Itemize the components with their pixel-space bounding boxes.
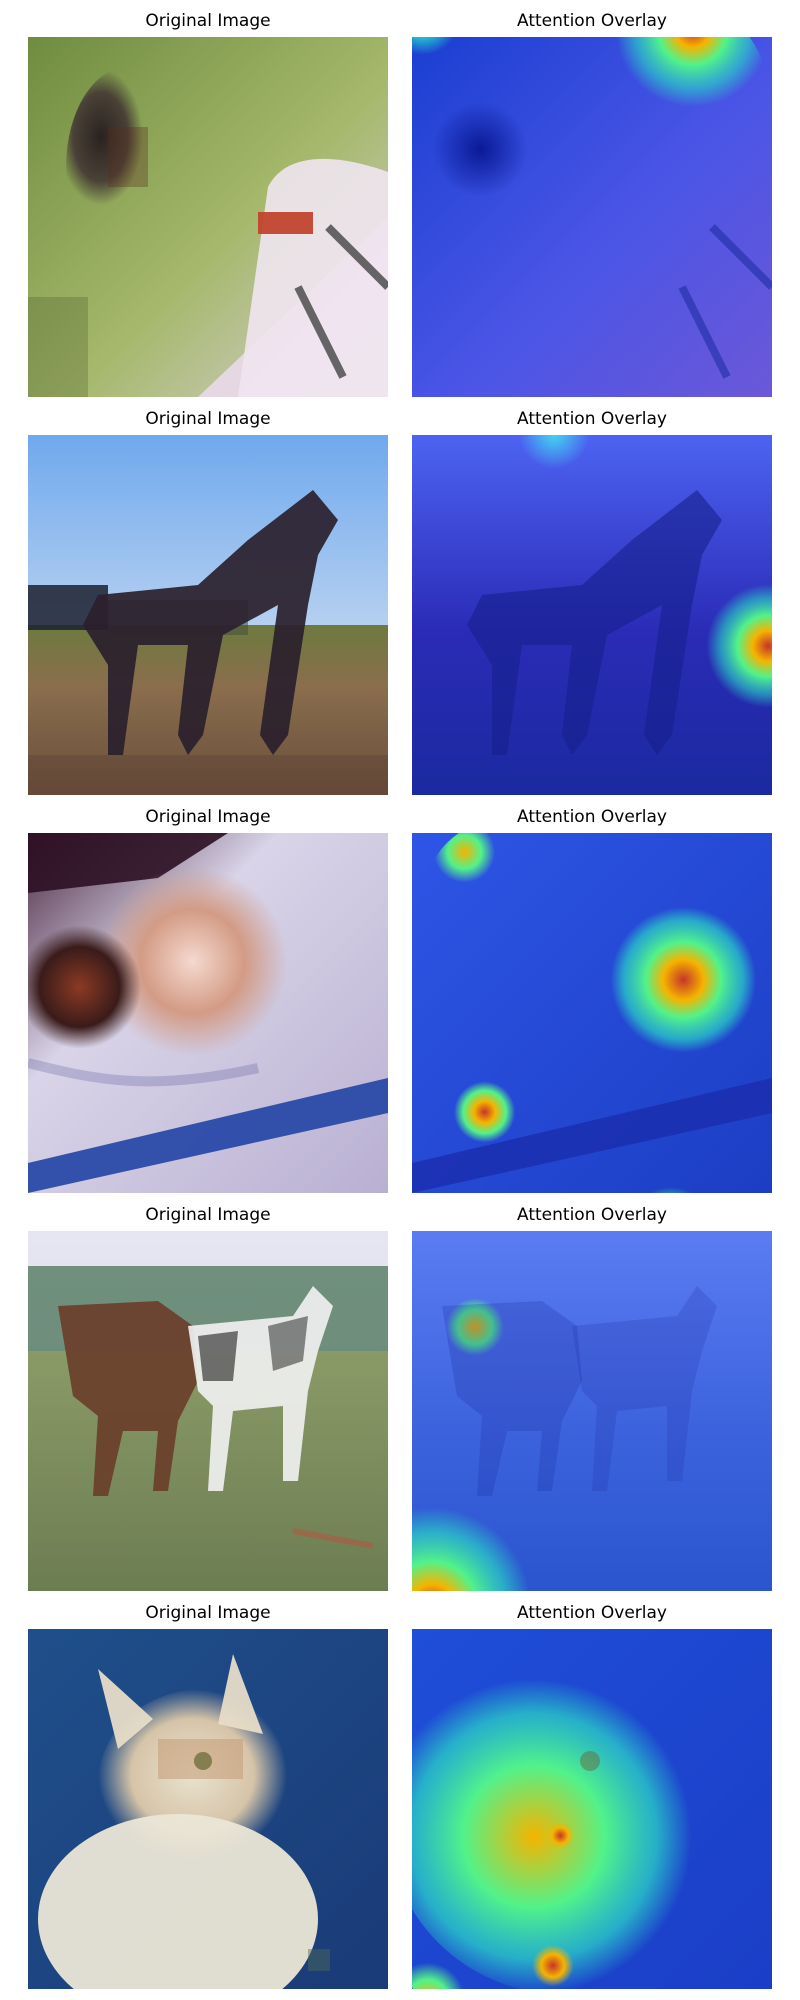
attention-overlay-panel (412, 37, 772, 397)
attention-overlay-title: Attention Overlay (517, 1205, 667, 1225)
horse-attention-heatmap (412, 435, 772, 795)
kitten-original-image (28, 1629, 388, 1989)
original-image-title: Original Image (145, 409, 271, 429)
original-image-panel (28, 1231, 388, 1591)
original-image-panel (28, 37, 388, 397)
attention-overlay-title: Attention Overlay (517, 1603, 667, 1623)
attention-overlay-title: Attention Overlay (517, 11, 667, 31)
attention-overlay-panel (412, 833, 772, 1193)
attention-overlay-panel (412, 1629, 772, 1989)
cats-original-image (28, 833, 388, 1193)
original-image-panel (28, 1629, 388, 1989)
horses-attention-heatmap (412, 1231, 772, 1591)
original-image-title: Original Image (145, 807, 271, 827)
horses-original-image (28, 1231, 388, 1591)
original-image-title: Original Image (145, 1205, 271, 1225)
cats-attention-heatmap (412, 833, 772, 1193)
original-image-title: Original Image (145, 11, 271, 31)
attention-overlay-title: Attention Overlay (517, 807, 667, 827)
original-image-panel (28, 435, 388, 795)
attention-overlay-panel (412, 1231, 772, 1591)
original-image-panel (28, 833, 388, 1193)
attention-overlay-title: Attention Overlay (517, 409, 667, 429)
kitten-attention-heatmap (412, 1629, 772, 1989)
cat-original-image (28, 37, 388, 397)
attention-overlay-panel (412, 435, 772, 795)
horse-original-image (28, 435, 388, 795)
original-image-title: Original Image (145, 1603, 271, 1623)
cat-attention-heatmap (412, 37, 772, 397)
